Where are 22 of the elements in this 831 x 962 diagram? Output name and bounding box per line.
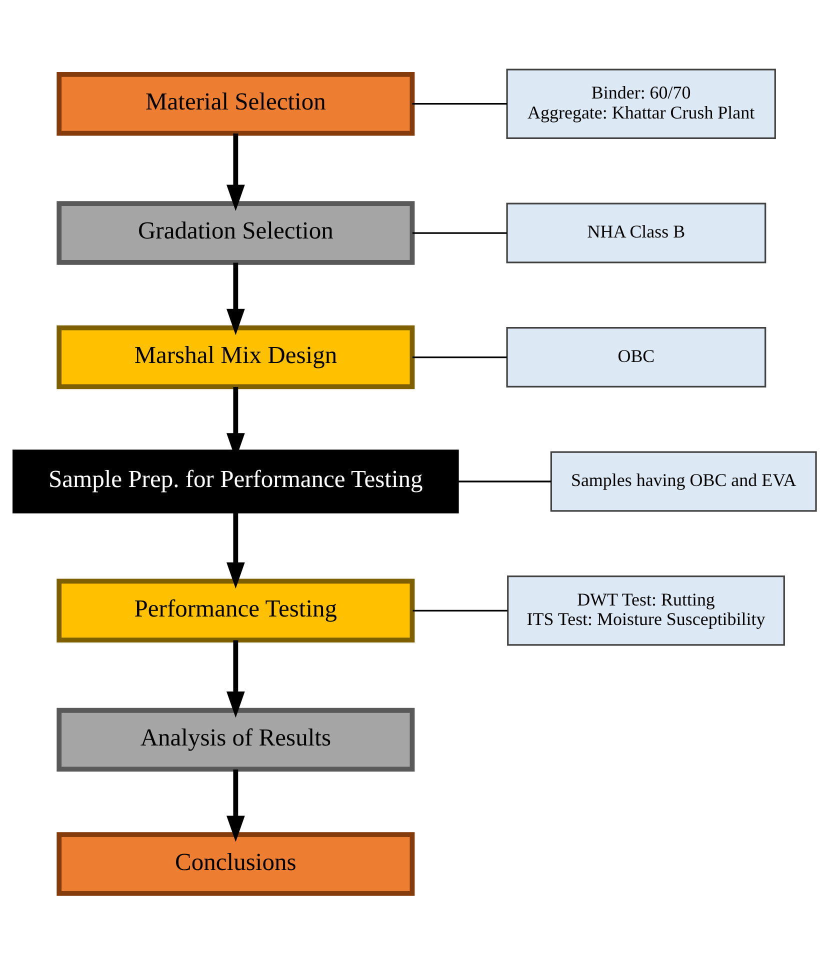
node-box: Material Selection xyxy=(56,72,415,136)
connector xyxy=(456,480,552,482)
node-box: NHA Class B xyxy=(506,202,766,263)
node-box: DWT Test: Rutting ITS Test: Moisture Susceptibility xyxy=(507,575,785,646)
node-box: Performance Testing xyxy=(56,578,415,642)
connector xyxy=(412,232,507,234)
node-box: Sample Prep. for Performance Testing xyxy=(12,449,459,513)
node-box: Marshal Mix Design xyxy=(56,324,415,389)
arrow xyxy=(226,132,245,210)
node-box: Samples having OBC and EVA xyxy=(550,450,817,512)
node-box: Gradation Selection xyxy=(56,200,415,264)
node-box: Conclusions xyxy=(56,832,415,896)
arrow xyxy=(226,262,245,335)
arrow xyxy=(226,510,245,588)
arrow xyxy=(226,768,245,842)
node-box: Binder: 60/70 Aggregate: Khattar Crush Plant xyxy=(506,68,776,139)
node-box: Analysis of Results xyxy=(56,707,415,772)
arrow xyxy=(226,640,245,718)
connector xyxy=(412,609,508,611)
node-box: OBC xyxy=(506,326,766,387)
connector xyxy=(412,102,508,104)
connector xyxy=(412,356,507,358)
